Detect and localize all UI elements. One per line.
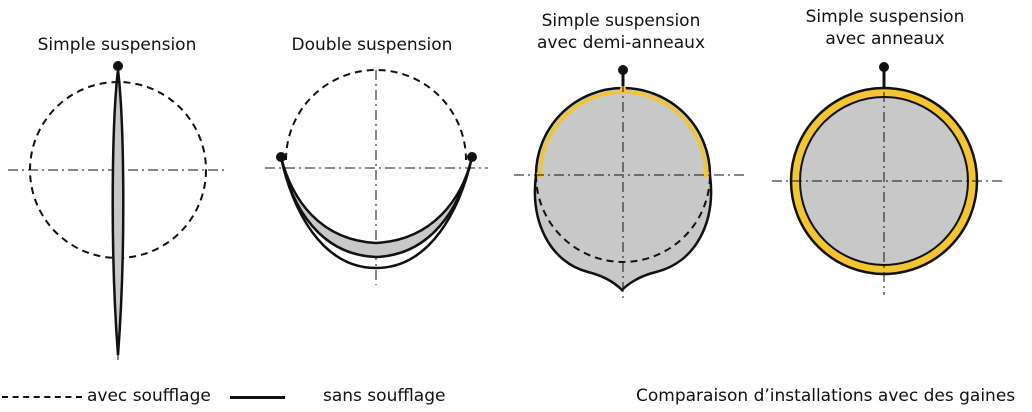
panel-double-suspension [265, 69, 488, 285]
panel-title-line1: Simple suspension [541, 11, 701, 31]
diagram-caption: Comparaison d’installations avec des gai… [636, 386, 1016, 406]
suspension-point [879, 62, 889, 72]
suspension-point [113, 61, 123, 71]
panel-title-full-rings: Simple suspension avec anneaux [785, 6, 985, 50]
panel-half-rings [514, 65, 744, 300]
panel-title-half-rings: Simple suspension avec demi-anneaux [516, 10, 726, 54]
deflated-duct [111, 69, 125, 356]
legend-dashed-label: avec soufflage [87, 386, 211, 406]
panel-title-line1: Simple suspension [805, 7, 965, 27]
panel-title-simple: Simple suspension [37, 35, 197, 55]
panel-simple-suspension [8, 61, 226, 360]
ring-end-right [702, 170, 710, 178]
panel-title-line2: avec demi-anneaux [536, 33, 706, 53]
panel-title-double: Double suspension [291, 35, 453, 55]
suspension-point-left [276, 152, 286, 162]
suspension-point-right [467, 152, 477, 162]
duct-bottom [279, 156, 474, 270]
legend-solid-swatch [230, 396, 285, 399]
inflated-outline [285, 69, 467, 161]
panel-full-rings [772, 62, 1006, 295]
half-ring [538, 90, 708, 176]
legend-solid-label: sans soufflage [323, 386, 446, 406]
legend-dashed-swatch [2, 396, 82, 398]
suspension-point [618, 65, 628, 75]
panel-title-line2: avec anneaux [825, 29, 945, 49]
ring-end-left [536, 170, 544, 178]
